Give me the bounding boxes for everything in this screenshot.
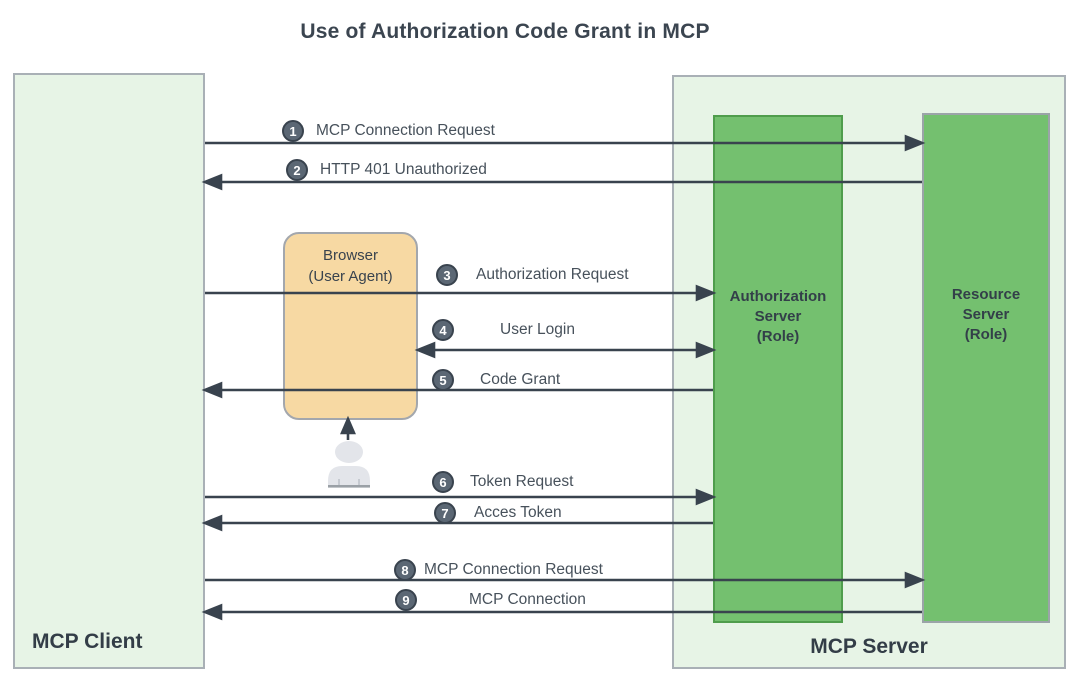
message-3-label: Authorization Request: [476, 266, 629, 283]
message-3-badge: 3: [436, 264, 458, 286]
message-2-label: HTTP 401 Unauthorized: [320, 161, 487, 178]
message-7: 7 Acces Token: [434, 501, 562, 525]
message-7-label: Acces Token: [474, 504, 562, 521]
message-8: 8 MCP Connection Request: [394, 558, 603, 582]
message-6-badge: 6: [432, 471, 454, 493]
resource-server-box: Resource Server (Role): [922, 113, 1050, 623]
mcp-server-label: MCP Server: [810, 635, 928, 658]
arrow-3: [205, 284, 717, 302]
browser-box: Browser (User Agent): [283, 232, 418, 420]
resource-server-line3: (Role): [964, 326, 1008, 343]
diagram-title: Use of Authorization Code Grant in MCP: [300, 20, 710, 43]
authorization-server-box: Authorization Server (Role): [713, 115, 843, 623]
message-8-badge: 8: [394, 559, 416, 581]
resource-server-line2: Server: [962, 306, 1010, 323]
message-3: 3 Authorization Request: [436, 263, 629, 287]
user-icon: [328, 441, 370, 488]
resource-server-line1: Resource: [951, 286, 1021, 303]
browser-label: Browser (User Agent): [285, 245, 416, 287]
message-9-label: MCP Connection: [469, 591, 586, 608]
mcp-client-label: MCP Client: [32, 630, 143, 653]
browser-line2: (User Agent): [308, 268, 393, 285]
message-5: 5 Code Grant: [432, 368, 560, 392]
user-to-browser-arrow: [340, 415, 356, 440]
arrow-4: [414, 341, 717, 359]
authorization-server-line2: Server: [754, 308, 802, 325]
message-8-label: MCP Connection Request: [424, 561, 603, 578]
authorization-server-line1: Authorization: [729, 288, 827, 305]
message-6: 6 Token Request: [432, 470, 573, 494]
message-4-label: User Login: [500, 321, 575, 338]
message-4-badge: 4: [432, 319, 454, 341]
message-2-badge: 2: [286, 159, 308, 181]
message-5-badge: 5: [432, 369, 454, 391]
message-1-label: MCP Connection Request: [316, 122, 495, 139]
message-1-badge: 1: [282, 120, 304, 142]
message-9: 9 MCP Connection: [395, 588, 586, 612]
message-1: 1 MCP Connection Request: [282, 119, 495, 143]
message-5-label: Code Grant: [480, 371, 561, 388]
mcp-client-panel: MCP Client: [13, 73, 205, 669]
authorization-server-line3: (Role): [756, 328, 800, 345]
message-9-badge: 9: [395, 589, 417, 611]
message-4: 4 User Login: [432, 318, 575, 342]
message-2: 2 HTTP 401 Unauthorized: [286, 158, 487, 182]
message-7-badge: 7: [434, 502, 456, 524]
browser-line1: Browser: [322, 247, 378, 264]
authorization-server-label: Authorization Server (Role): [715, 287, 841, 347]
message-6-label: Token Request: [470, 473, 574, 490]
resource-server-label: Resource Server (Role): [924, 285, 1048, 345]
